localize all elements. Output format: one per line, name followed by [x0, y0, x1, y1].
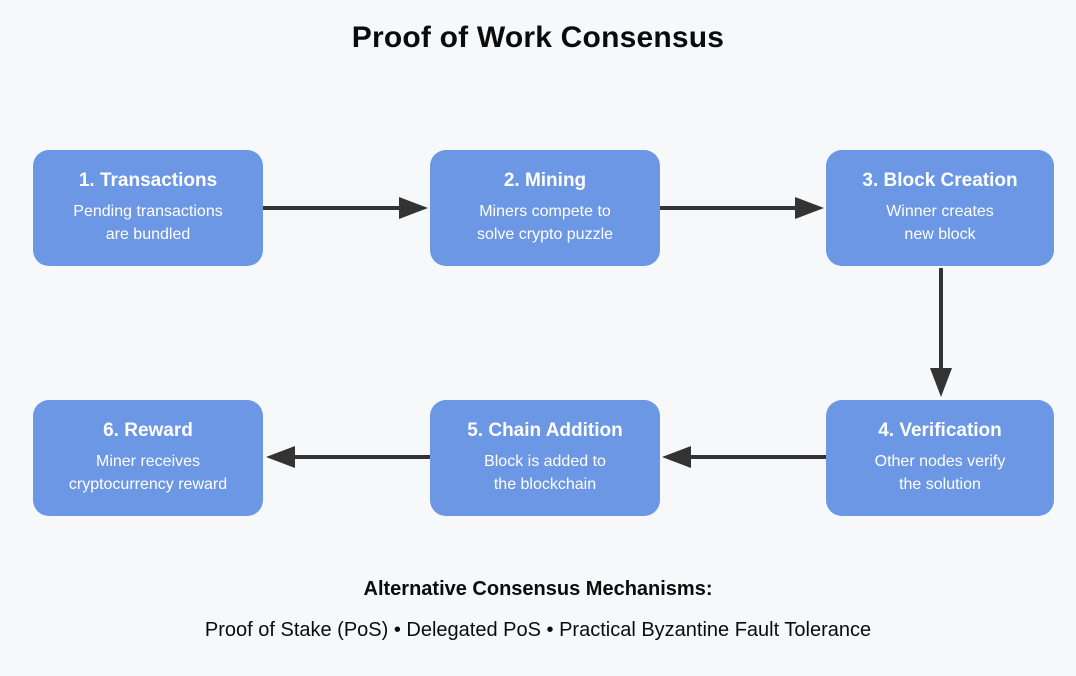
step-box-reward: 6. Reward Miner receives cryptocurrency …: [33, 400, 263, 516]
step-subtitle-line1: Pending transactions: [73, 202, 223, 220]
step-subtitle-line1: Winner creates: [886, 202, 994, 220]
step-subtitle-line2: solve crypto puzzle: [476, 225, 614, 243]
step-subtitle: Pending transactions are bundled: [73, 200, 222, 246]
step-title: 6. Reward: [103, 419, 193, 441]
step-subtitle: Winner creates new block: [886, 200, 994, 246]
page-title: Proof of Work Consensus: [351, 21, 725, 54]
step-box-mining: 2. Mining Miners compete to solve crypto…: [430, 150, 660, 266]
step-subtitle-line2: new block: [904, 225, 976, 243]
step-subtitle: Other nodes verify the solution: [875, 450, 1006, 496]
step-title: 5. Chain Addition: [467, 419, 623, 441]
step-box-verification: 4. Verification Other nodes verify the s…: [826, 400, 1054, 516]
step-box-transactions: 1. Transactions Pending transactions are…: [33, 150, 263, 266]
step-title: 3. Block Creation: [862, 169, 1018, 191]
step-subtitle-line2: are bundled: [105, 225, 191, 243]
step-subtitle-line2: the blockchain: [493, 475, 597, 493]
arrow-step4-to-step5-icon: [662, 446, 826, 468]
step-subtitle-line2: the solution: [899, 475, 981, 493]
step-subtitle-line1: Block is added to: [484, 452, 606, 470]
footer-heading: Alternative Consensus Mechanisms:: [363, 578, 713, 600]
step-subtitle: Miner receives cryptocurrency reward: [69, 450, 227, 496]
step-title: 4. Verification: [878, 419, 1002, 441]
footer-alternatives: Proof of Stake (PoS) • Delegated PoS • P…: [204, 619, 872, 641]
step-subtitle-line1: Other nodes verify: [874, 452, 1006, 470]
arrow-step1-to-step2-icon: [263, 197, 428, 219]
step-subtitle: Block is added to the blockchain: [484, 450, 606, 496]
arrow-step2-to-step3-icon: [660, 197, 824, 219]
step-subtitle-line1: Miners compete to: [479, 202, 611, 220]
step-title: 1. Transactions: [78, 169, 218, 191]
step-subtitle-line2: cryptocurrency reward: [68, 475, 228, 493]
step-title: 2. Mining: [503, 169, 587, 191]
step-box-chain-addition: 5. Chain Addition Block is added to the …: [430, 400, 660, 516]
step-subtitle-line1: Miner receives: [95, 452, 201, 470]
step-subtitle: Miners compete to solve crypto puzzle: [477, 200, 613, 246]
arrow-step5-to-step6-icon: [266, 446, 430, 468]
step-box-block-creation: 3. Block Creation Winner creates new blo…: [826, 150, 1054, 266]
arrow-step3-to-step4-icon: [930, 268, 952, 397]
